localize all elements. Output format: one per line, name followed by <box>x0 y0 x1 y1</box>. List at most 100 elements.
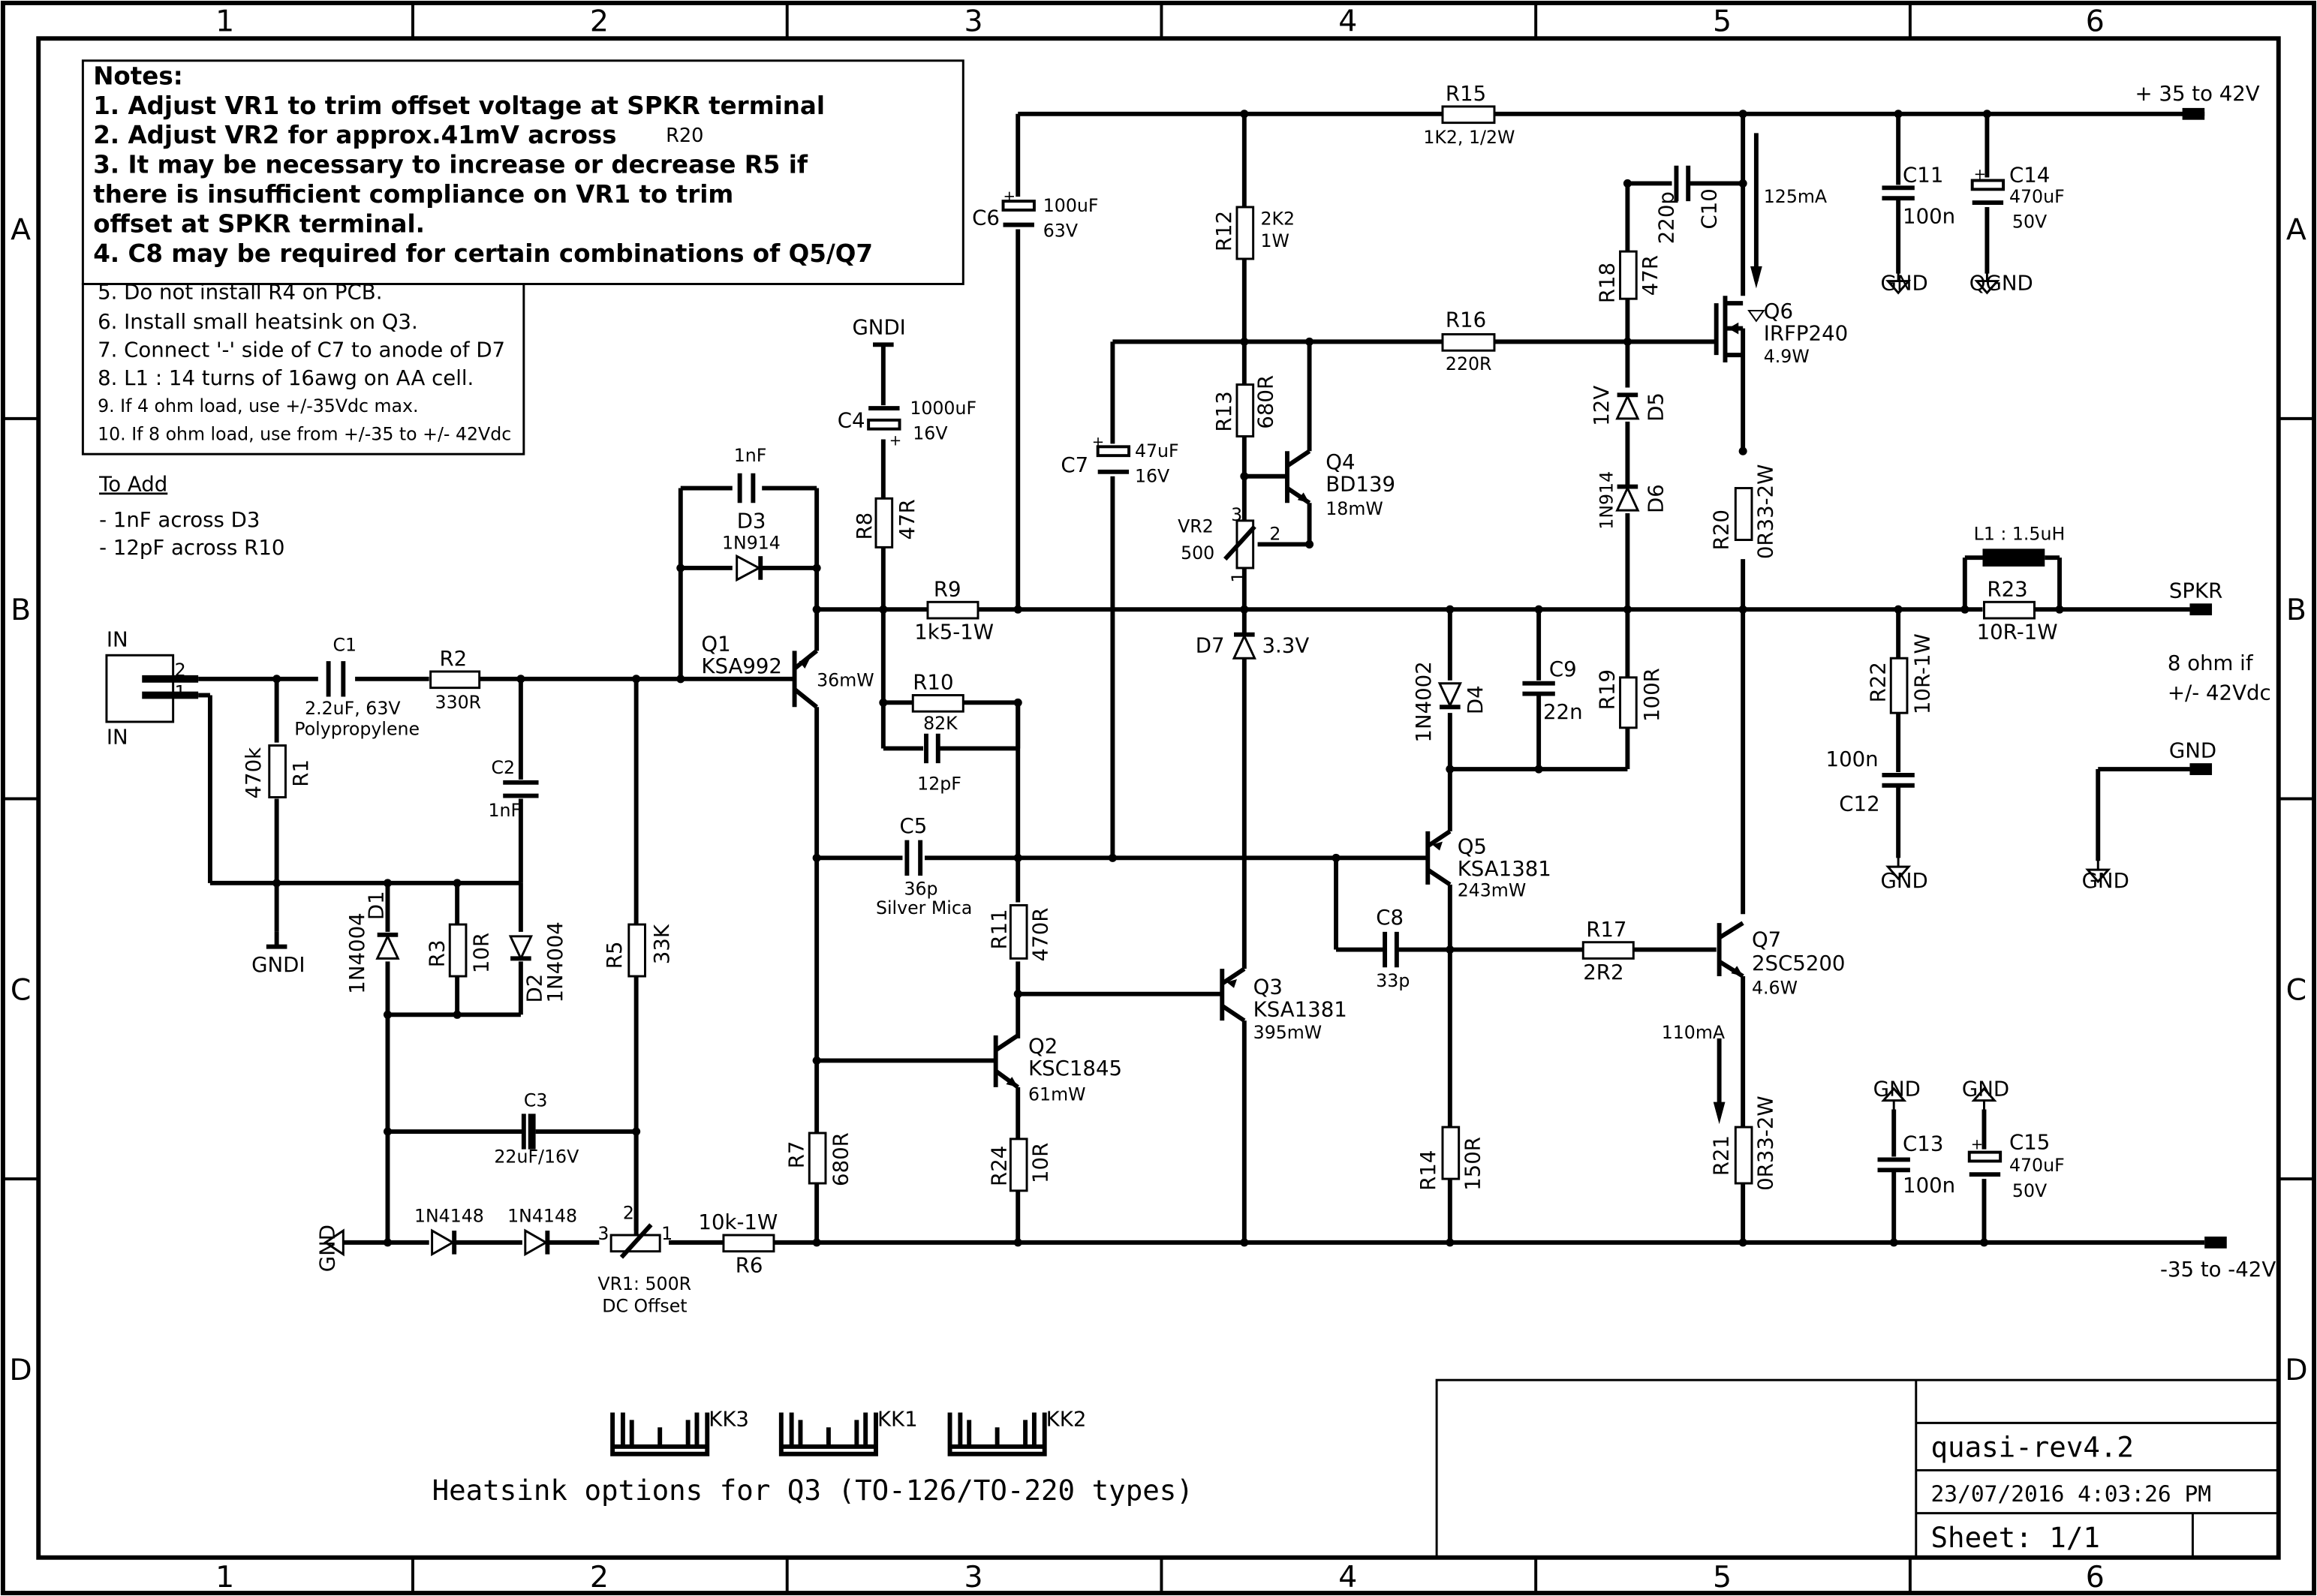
in-label-bottom: IN <box>107 725 128 750</box>
vr2-pin-2: 2 <box>1269 524 1280 545</box>
vr2-pin-3: 3 <box>1231 504 1242 525</box>
capacitor-c1: C1 2.2uF, 63V Polypropylene <box>294 634 420 739</box>
c14-ref: C14 <box>2009 162 2050 187</box>
q6-power: 4.9W <box>1764 346 1810 367</box>
row-label-c-right: C <box>2286 973 2307 1008</box>
vminus-terminal: -35 to -42V <box>2160 1236 2276 1282</box>
c12-ref: C12 <box>1839 791 1879 816</box>
r19-ref: R19 <box>1595 669 1620 710</box>
heatsink-kk3-label: KK3 <box>709 1406 749 1431</box>
vr1-desc: DC Offset <box>602 1296 687 1317</box>
title-block-sheet: Sheet: 1/1 <box>1931 1521 2100 1554</box>
r9-value: 1k5-1W <box>914 620 994 645</box>
r12-value: 2K2 <box>1261 209 1295 230</box>
spkr-note-1: 8 ohm if <box>2168 651 2254 675</box>
r9-ref: R9 <box>934 576 961 601</box>
c6-ref: C6 <box>972 206 1000 230</box>
q5-power: 243mW <box>1458 880 1527 901</box>
d1-value: 1N4004 <box>345 912 369 993</box>
in-pin-1: 1 <box>175 681 186 702</box>
resistor-r18: R18 47R <box>1595 250 1663 303</box>
gnd-label-left: GND <box>315 1225 340 1272</box>
capacitor-c8: C8 33p <box>1376 905 1410 991</box>
capacitor-c14: + C14 470uF 50V QGND <box>1969 162 2065 295</box>
row-label-b: B <box>11 593 31 627</box>
capacitor-c3: C3 22uF/16V <box>494 1090 579 1168</box>
c7-plus: + <box>1092 433 1105 450</box>
c9-value: 22n <box>1543 699 1583 724</box>
capacitor-c12: 100n C12 GND <box>1826 747 1928 893</box>
q6-ref: Q6 <box>1764 299 1793 323</box>
in-pin-2: 2 <box>175 660 186 681</box>
row-label-a: A <box>11 212 31 247</box>
r1-ref: R1 <box>288 759 313 787</box>
r23-value: 10R-1W <box>1977 620 2058 645</box>
c15-value: 470uF <box>2009 1155 2065 1176</box>
gnd-symbol-left: GND <box>315 1225 345 1272</box>
transistor-q7: Q7 2SC5200 4.6W <box>1717 921 1845 999</box>
resistor-r9: R9 1k5-1W <box>914 576 994 644</box>
c1-type: Polypropylene <box>294 719 420 740</box>
notes-box: Notes: 1. Adjust VR1 to trim offset volt… <box>81 59 964 455</box>
note-3: 3. It may be necessary to increase or de… <box>93 151 808 179</box>
d1-ref: D1 <box>364 891 389 920</box>
resistor-r17: R17 2R2 <box>1581 917 1635 984</box>
r10-ref: R10 <box>913 670 953 695</box>
r20-value: 0R33-2W <box>1753 464 1778 560</box>
vr2-pin-1: 1 <box>1228 572 1249 583</box>
col-label-4-bottom: 4 <box>1338 1560 1357 1594</box>
resistor-r6: 10k-1W R6 <box>698 1210 778 1277</box>
gnd-right-label: GND <box>2169 738 2216 762</box>
col-label-5: 5 <box>1713 4 1732 38</box>
r22-value: 10R-1W <box>1910 633 1935 714</box>
r17-ref: R17 <box>1586 917 1626 942</box>
d6-value: 1N914 <box>1596 471 1617 530</box>
title-block-name: quasi-rev4.2 <box>1931 1431 2134 1464</box>
diode-d2: D2 1N4004 <box>508 921 567 1003</box>
note-2: 2. Adjust VR2 for approx.41mV across <box>93 121 616 149</box>
r18-value: 47R <box>1638 255 1663 296</box>
capacitor-c7: C7 47uF 16V + <box>1061 433 1178 486</box>
spkr-note-2: +/- 42Vdc <box>2168 680 2271 705</box>
c2-value: 1nF <box>489 800 522 821</box>
r12-ref: R12 <box>1211 211 1236 251</box>
resistor-r20: R20 0R33-2W <box>1708 464 1778 560</box>
resistor-r11: R11 470R <box>986 903 1053 961</box>
c7-voltage: 16V <box>1135 466 1169 487</box>
c13-ref: C13 <box>1903 1132 1943 1156</box>
note-3c: offset at SPKR terminal. <box>93 209 425 238</box>
col-label-3-bottom: 3 <box>964 1560 983 1594</box>
r8-value: 47R <box>895 499 919 540</box>
r2-ref: R2 <box>439 646 467 671</box>
r20-ref: R20 <box>1708 509 1733 550</box>
current-arrow-110ma: 110mA <box>1662 1022 1726 1125</box>
l1-label: L1 : 1.5uH <box>1974 524 2066 545</box>
c14-voltage: 50V <box>2012 212 2047 233</box>
note-4: 4. C8 may be required for certain combin… <box>93 239 873 268</box>
r6-ref: R6 <box>736 1252 763 1277</box>
capacitor-c4: GNDI C4 1000uF 16V + <box>838 315 976 449</box>
gndi-label-2: GNDI <box>852 315 905 340</box>
q2-value: KSC1845 <box>1028 1056 1122 1081</box>
c14-plus: + <box>1974 166 1987 183</box>
to-add-1: - 1nF across D3 <box>99 507 260 532</box>
q3-power: 395mW <box>1253 1022 1322 1043</box>
resistor-r23: R23 10R-1W <box>1977 576 2058 644</box>
title-block-date: 23/07/2016 4:03:26 PM <box>1931 1481 2212 1507</box>
gnd-c13-label: GND <box>1873 1077 1921 1102</box>
c3-value: 22uF/16V <box>494 1146 579 1167</box>
col-label-4: 4 <box>1338 4 1357 38</box>
heatsink-kk1-label: KK1 <box>877 1406 918 1431</box>
gnd-right2-label: GND <box>2082 868 2129 893</box>
row-label-a-right: A <box>2286 212 2306 247</box>
note-6: 6. Install small heatsink on Q3. <box>98 309 418 334</box>
c3-ref: C3 <box>524 1090 548 1111</box>
note-8: 8. L1 : 14 turns of 16awg on AA cell. <box>98 365 474 390</box>
capacitor-c5: C5 36p Silver Mica <box>876 813 972 918</box>
vr2-ref: VR2 <box>1178 516 1214 537</box>
q4-power: 18mW <box>1326 498 1383 519</box>
input-connector: IN IN 2 1 <box>105 627 199 750</box>
resistor-r8: R8 47R <box>852 497 919 549</box>
c4-ref: C4 <box>838 408 865 433</box>
